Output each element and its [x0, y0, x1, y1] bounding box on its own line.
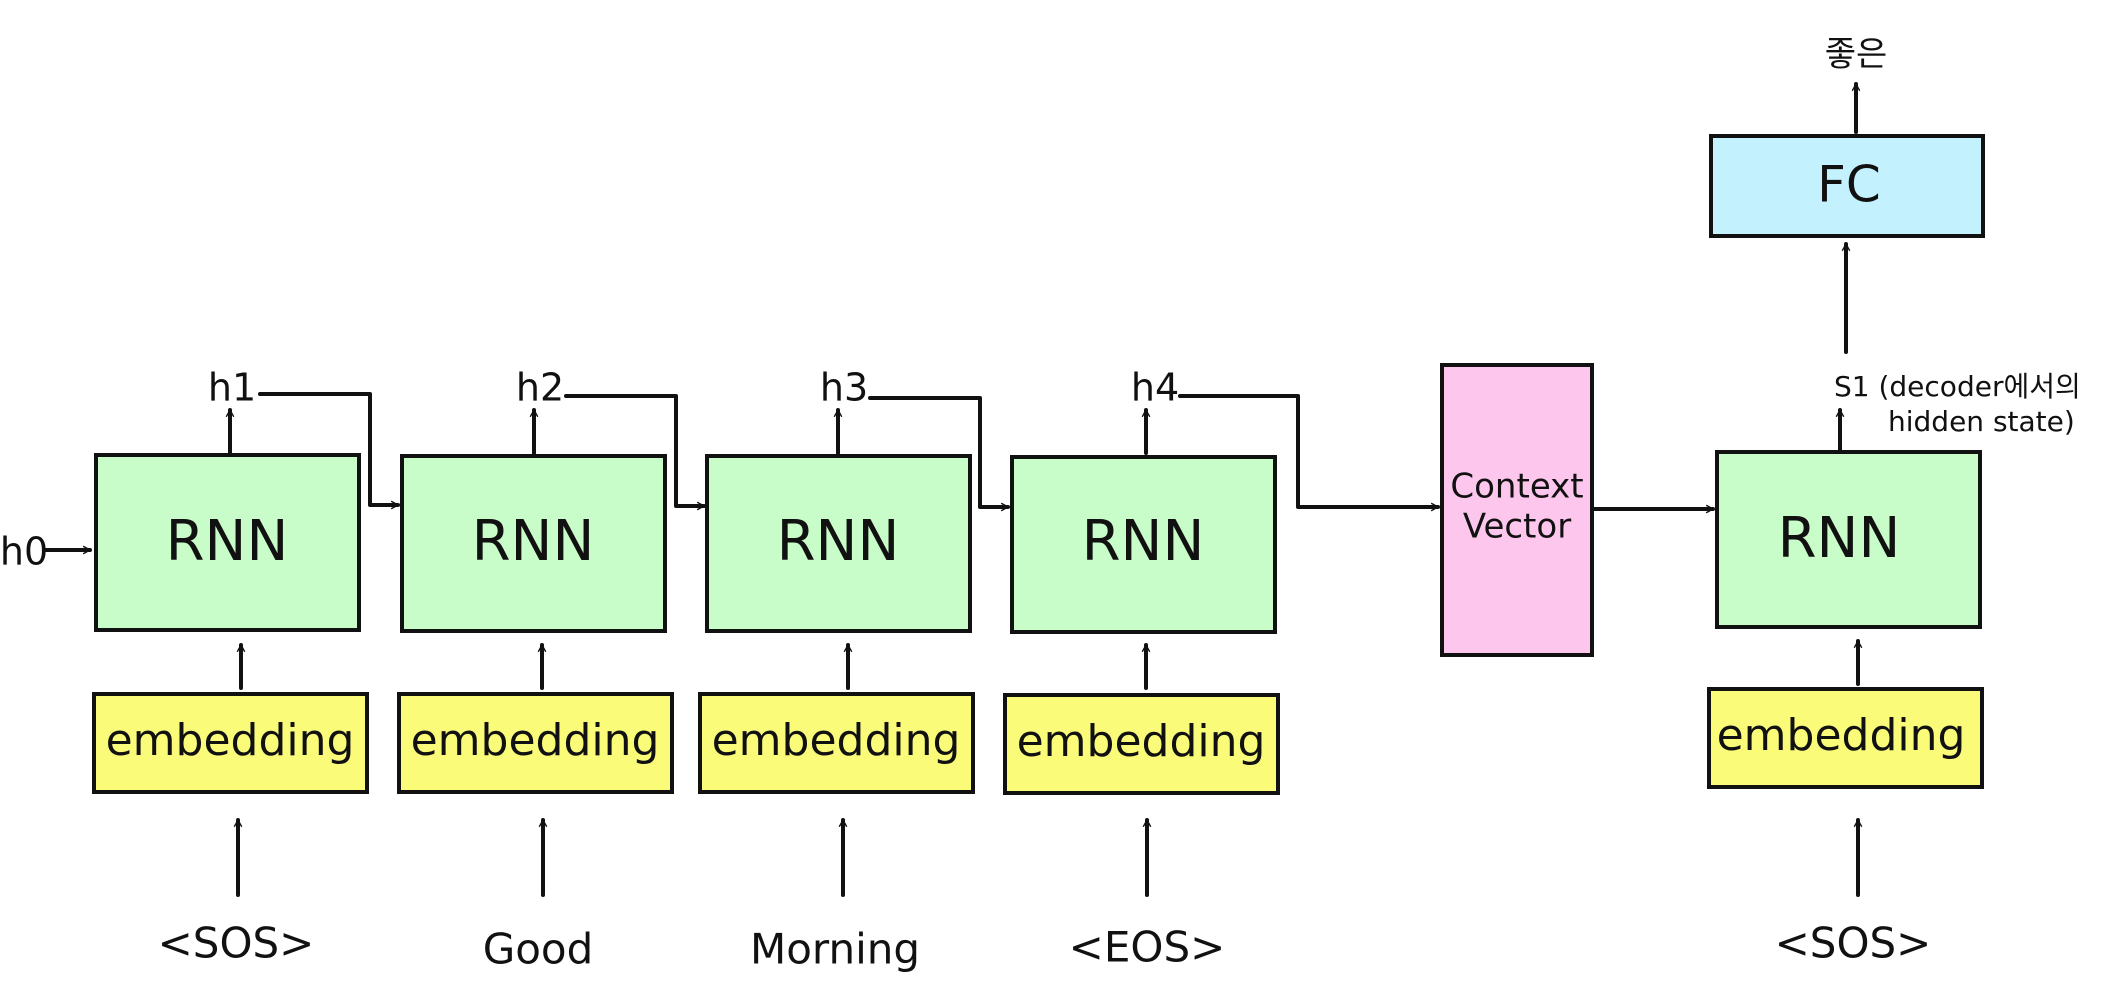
encoder-hidden-label-2: h2 — [516, 366, 564, 410]
decoder-input-token: <SOS> — [1775, 919, 1932, 968]
encoder-rnn-box-3 — [705, 454, 972, 633]
decoder-embedding-label: embedding — [1717, 710, 1966, 761]
fc-box — [1709, 134, 1985, 238]
decoder-rnn-box — [1715, 450, 1982, 629]
encoder-hidden-label-3: h3 — [820, 366, 868, 410]
recurrent-arrow-h3 — [868, 396, 1010, 512]
encoder-step-3: RNN embedding Morning h3 — [698, 366, 975, 974]
encoder-input-token-2: Good — [483, 925, 594, 974]
encoder-embedding-label-3: embedding — [712, 715, 961, 766]
encoder-input-token-4: <EOS> — [1069, 923, 1226, 972]
encoder-embedding-label-2: embedding — [411, 715, 660, 766]
context-vector-label-line2: Vector — [1463, 507, 1571, 547]
encoder-hidden-label-1: h1 — [208, 366, 256, 410]
decoder-hidden-label-line2: hidden state) — [1888, 405, 2075, 438]
fc-layer: FC — [1709, 134, 1985, 238]
encoder-input-token-3: Morning — [750, 925, 920, 974]
encoder-rnn-label-1: RNN — [166, 509, 289, 574]
decoder-step-1: RNN embedding <SOS> S1 (decoder에서의 hidde… — [1707, 242, 2081, 968]
encoder-step-1: RNN embedding <SOS> h1 — [92, 366, 369, 968]
context-vector-box — [1440, 363, 1594, 657]
recurrent-arrow-h2 — [564, 394, 706, 511]
decoder-embedding-box — [1707, 687, 1984, 789]
encoder-embedding-box-3 — [698, 692, 975, 794]
decoder-output-token: 좋은 — [1825, 35, 1888, 75]
recurrent-arrow-h1 — [258, 392, 400, 510]
encoder-rnn-box-2 — [400, 454, 667, 633]
initial-hidden-state-label: h0 — [0, 530, 48, 574]
encoder-input-token-1: <SOS> — [158, 919, 315, 968]
encoder-rnn-box-4 — [1010, 455, 1277, 634]
encoder-step-2: RNN embedding Good h2 — [397, 366, 674, 974]
encoder-rnn-label-4: RNN — [1082, 509, 1205, 574]
decoder-hidden-label-line1: S1 (decoder에서의 — [1834, 370, 2081, 403]
encoder-rnn-label-3: RNN — [777, 509, 900, 574]
decoder-rnn-label: RNN — [1778, 506, 1901, 571]
h4-to-context-arrow — [1178, 394, 1440, 512]
encoder-embedding-box-2 — [397, 692, 674, 794]
encoder-embedding-label-4: embedding — [1017, 716, 1266, 767]
context-vector-label-line1: Context — [1450, 467, 1583, 507]
encoder-embedding-box-4 — [1003, 693, 1280, 795]
encoder-embedding-label-1: embedding — [106, 715, 355, 766]
encoder-rnn-label-2: RNN — [472, 509, 595, 574]
context-vector: Context Vector — [1440, 363, 1594, 657]
encoder-embedding-box-1 — [92, 692, 369, 794]
encoder-rnn-box-1 — [94, 453, 361, 632]
encoder-hidden-label-4: h4 — [1131, 366, 1179, 410]
encoder-step-4: RNN embedding <EOS> h4 — [1003, 366, 1280, 972]
fc-label: FC — [1817, 156, 1881, 214]
